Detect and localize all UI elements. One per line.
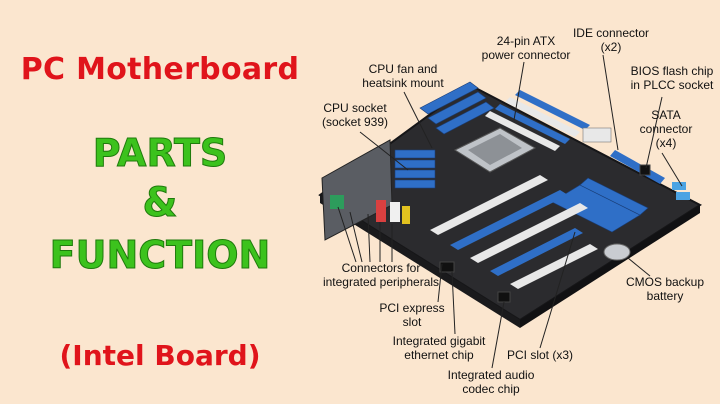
atx-connector — [582, 127, 612, 143]
heatsink-top — [419, 81, 495, 135]
title-function: FUNCTION — [49, 233, 271, 278]
ram-slots — [485, 90, 590, 151]
title-main: PC Motherboard — [20, 52, 300, 87]
cmos-battery — [603, 243, 631, 261]
title-parts: PARTS — [92, 131, 228, 176]
heatsink-left — [394, 149, 436, 189]
io-port-green — [330, 195, 344, 209]
board-edge-right — [520, 205, 700, 328]
io-port-yellow — [402, 206, 410, 224]
chipset-heatsink — [551, 177, 649, 233]
pcie-slot — [430, 175, 548, 235]
io-port-white — [390, 202, 400, 222]
label-pci: PCI slot (x3) — [506, 348, 573, 362]
pci-slot-3 — [490, 228, 583, 276]
ethernet-chip — [439, 261, 455, 273]
label-ide: IDE connector(x2) — [572, 26, 650, 54]
bios-chip — [639, 164, 651, 176]
leader-lines — [337, 54, 683, 369]
board-edge — [320, 195, 520, 328]
title-ampersand: & — [142, 180, 178, 227]
label-cpu-socket: CPU socket(socket 939) — [321, 101, 389, 129]
expansion-slots — [430, 175, 598, 289]
ide-connector — [610, 150, 665, 184]
sata-connectors — [672, 182, 690, 200]
pcie-slot-2 — [510, 244, 598, 289]
pci-slot-1 — [450, 190, 568, 250]
io-port-red — [376, 200, 386, 222]
audio-chip — [497, 291, 511, 303]
title-board: (Intel Board) — [59, 339, 261, 372]
cpu-socket-inner — [468, 134, 522, 165]
pci-slot-2 — [470, 203, 588, 263]
